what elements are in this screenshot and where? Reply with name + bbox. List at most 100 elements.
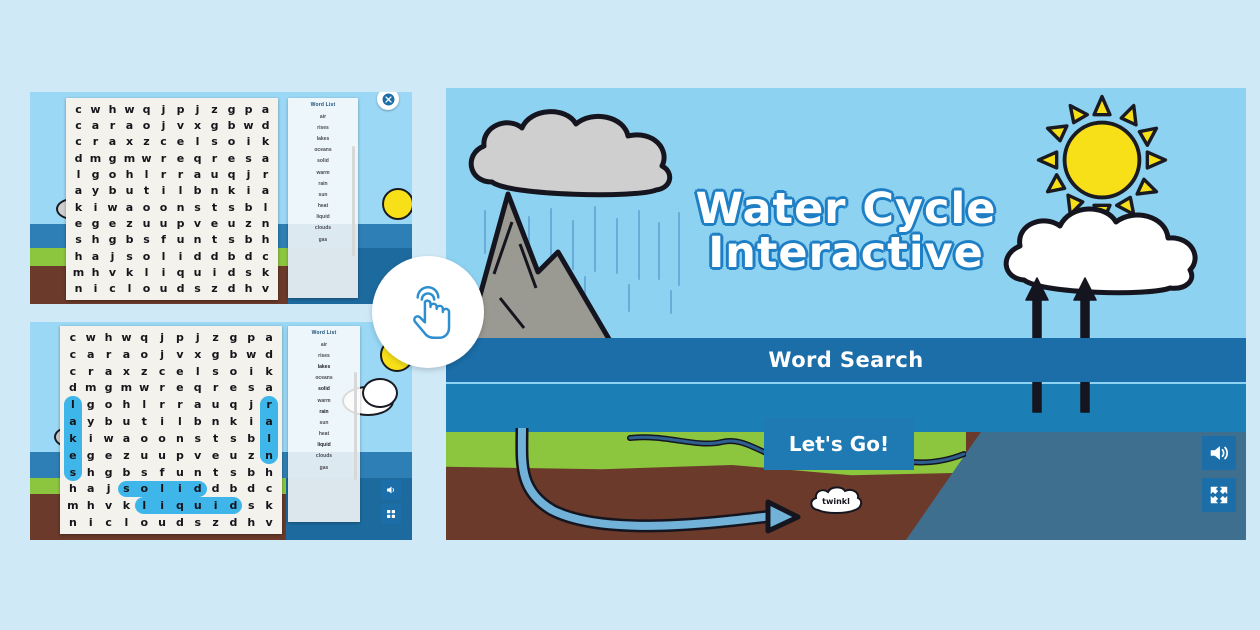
letter-cell[interactable]: o <box>155 199 172 215</box>
letter-cell[interactable]: d <box>260 346 278 363</box>
letter-cell[interactable]: f <box>155 232 172 248</box>
letter-cell[interactable]: u <box>153 447 171 464</box>
letter-cell[interactable]: m <box>121 150 138 166</box>
letter-cell[interactable]: a <box>82 346 100 363</box>
letter-cell[interactable]: c <box>70 101 87 117</box>
letter-cell[interactable]: a <box>100 363 118 380</box>
letter-cell[interactable]: b <box>223 248 240 264</box>
letter-cell[interactable]: i <box>171 480 189 498</box>
letter-cell[interactable]: a <box>118 430 136 447</box>
letter-cell[interactable]: e <box>100 447 118 464</box>
letter-cell[interactable]: w <box>121 101 138 117</box>
letter-cell[interactable]: m <box>118 380 136 397</box>
letter-cell[interactable]: o <box>135 430 153 447</box>
letter-cell[interactable]: h <box>87 232 104 248</box>
letter-cell[interactable]: d <box>172 281 189 297</box>
letter-cell[interactable]: u <box>155 215 172 231</box>
letter-cell[interactable]: b <box>104 183 121 199</box>
letter-cell[interactable]: j <box>155 117 172 133</box>
letter-cell[interactable]: b <box>121 232 138 248</box>
letter-cell[interactable]: k <box>223 183 240 199</box>
letter-cell[interactable]: t <box>207 464 225 481</box>
letter-cell[interactable]: h <box>87 264 104 280</box>
letter-cell[interactable]: c <box>257 248 274 264</box>
letter-cell[interactable]: r <box>87 134 104 150</box>
letter-cell[interactable]: a <box>70 183 87 199</box>
letter-cell[interactable]: r <box>153 380 171 397</box>
letter-cell[interactable]: n <box>207 413 225 430</box>
letter-cell[interactable]: v <box>260 514 278 531</box>
letter-cell[interactable]: i <box>242 363 260 380</box>
letter-cell[interactable]: p <box>172 101 189 117</box>
letter-cell[interactable]: w <box>104 199 121 215</box>
letter-cell[interactable]: a <box>118 346 136 363</box>
letter-cell[interactable]: i <box>242 413 260 430</box>
letter-cell[interactable]: r <box>206 150 223 166</box>
letter-cell[interactable]: h <box>242 514 260 531</box>
letter-cell[interactable]: y <box>87 183 104 199</box>
letter-cell[interactable]: b <box>242 464 260 481</box>
letter-cell[interactable]: v <box>104 264 121 280</box>
letter-cell[interactable]: l <box>135 396 153 413</box>
letter-cell[interactable]: r <box>207 380 225 397</box>
letter-cell[interactable]: w <box>87 101 104 117</box>
letter-cell[interactable]: s <box>207 363 225 380</box>
letter-cell[interactable]: q <box>189 150 206 166</box>
letter-cell[interactable]: h <box>100 329 118 346</box>
letter-cell[interactable]: n <box>189 464 207 481</box>
letter-cell[interactable]: z <box>240 215 257 231</box>
letter-cell[interactable]: g <box>100 464 118 481</box>
letter-cell[interactable]: o <box>153 430 171 447</box>
letter-cell[interactable]: k <box>260 363 278 380</box>
letter-cell[interactable]: n <box>260 446 278 464</box>
letter-cell[interactable]: y <box>82 413 100 430</box>
letter-cell[interactable]: k <box>64 430 82 447</box>
letter-cell[interactable]: i <box>82 430 100 447</box>
letter-cell[interactable]: w <box>118 329 136 346</box>
letter-cell[interactable]: i <box>155 264 172 280</box>
letter-cell[interactable]: l <box>138 264 155 280</box>
letter-cell[interactable]: s <box>240 264 257 280</box>
letter-cell[interactable]: z <box>138 134 155 150</box>
letter-cell[interactable]: n <box>64 514 82 531</box>
letter-cell[interactable]: h <box>257 232 274 248</box>
letter-cell[interactable]: g <box>100 380 118 397</box>
letter-cell[interactable]: a <box>87 248 104 264</box>
main-activity-panel[interactable]: Water Cycle Interactive Word Search <box>446 88 1246 540</box>
letter-cell[interactable]: m <box>70 264 87 280</box>
letter-cell[interactable]: i <box>153 413 171 430</box>
letter-cell[interactable]: g <box>207 346 225 363</box>
letter-cell[interactable]: s <box>189 430 207 447</box>
letter-cell[interactable]: d <box>223 264 240 280</box>
letter-cell[interactable]: c <box>64 346 82 363</box>
letter-cell[interactable]: h <box>104 101 121 117</box>
letter-cell[interactable]: a <box>260 380 278 397</box>
letter-cell[interactable]: r <box>257 166 274 182</box>
letter-cell[interactable]: u <box>135 447 153 464</box>
letter-cell[interactable]: i <box>240 134 257 150</box>
letter-cell[interactable]: h <box>260 464 278 481</box>
letter-cell[interactable]: h <box>240 281 257 297</box>
letter-cell[interactable]: i <box>206 264 223 280</box>
letter-cell[interactable]: i <box>82 514 100 531</box>
letter-cell[interactable]: r <box>171 396 189 413</box>
letter-cell[interactable]: c <box>64 329 82 346</box>
letter-cell[interactable]: r <box>82 363 100 380</box>
letter-cell[interactable]: k <box>70 199 87 215</box>
letter-cell[interactable]: k <box>257 264 274 280</box>
letter-cell[interactable]: u <box>206 166 223 182</box>
letter-cell[interactable]: j <box>155 101 172 117</box>
letter-cell[interactable]: e <box>207 447 225 464</box>
letter-cell[interactable]: s <box>223 199 240 215</box>
letter-cell[interactable]: j <box>100 481 118 498</box>
letter-cell[interactable]: a <box>260 413 278 430</box>
letter-cell[interactable]: c <box>70 117 87 133</box>
letter-cell[interactable]: b <box>240 199 257 215</box>
letter-cell[interactable]: b <box>240 232 257 248</box>
letter-cell[interactable]: d <box>257 117 274 133</box>
letter-cell[interactable]: d <box>224 497 243 514</box>
letter-cell[interactable]: h <box>121 166 138 182</box>
